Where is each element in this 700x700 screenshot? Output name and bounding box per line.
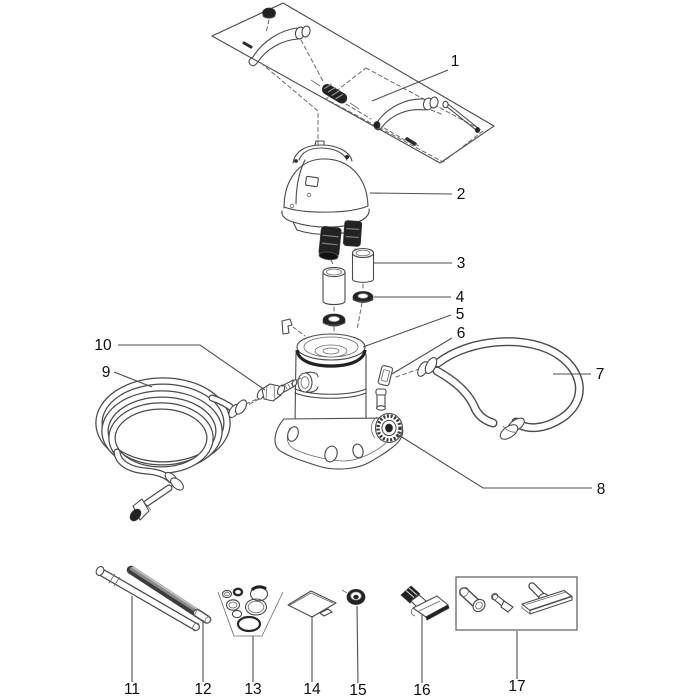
part-12-extension-tube-dark xyxy=(126,565,212,624)
part-number-5: 5 xyxy=(456,306,465,323)
part-3-filter-cartridges xyxy=(322,247,375,313)
part-number-10: 10 xyxy=(94,337,112,354)
part-9-suction-hose xyxy=(95,377,258,522)
part-number-1: 1 xyxy=(451,53,460,70)
leader-line-15 xyxy=(356,605,359,684)
leader-line-6 xyxy=(391,337,453,375)
part-4-seal-rings xyxy=(322,291,374,336)
part-number-8: 8 xyxy=(597,481,606,498)
leader-line-5 xyxy=(362,314,452,348)
spring xyxy=(310,79,360,110)
part-number-7: 7 xyxy=(596,366,605,383)
leader-line-2 xyxy=(369,192,453,195)
part-number-6: 6 xyxy=(457,325,466,342)
part-2-motor-head xyxy=(281,140,370,267)
part-14-lid-plate xyxy=(287,590,337,618)
leader-line-8 xyxy=(396,433,592,489)
leader-line-10 xyxy=(118,344,266,391)
part-number-3: 3 xyxy=(457,255,466,272)
part-number-13: 13 xyxy=(244,681,261,698)
part-1-handle-kit xyxy=(211,2,495,164)
part-number-11: 11 xyxy=(124,681,140,698)
part-16-small-nozzle xyxy=(400,585,450,621)
part-6-latch xyxy=(377,365,394,387)
part-8-tank-assembly xyxy=(274,318,420,470)
part-11-extension-tube xyxy=(95,566,200,632)
part-13-oring-kit xyxy=(217,585,284,637)
part-number-12: 12 xyxy=(194,681,211,698)
part-number-15: 15 xyxy=(349,682,366,699)
part-number-4: 4 xyxy=(456,289,465,306)
part-7-discharge-hose xyxy=(417,337,584,440)
pump-outlet-wheel xyxy=(371,412,404,444)
part-number-2: 2 xyxy=(457,186,466,203)
part-number-17: 17 xyxy=(508,678,525,695)
leader-line-9 xyxy=(113,371,153,388)
part-5-clip xyxy=(281,318,306,337)
part-number-16: 16 xyxy=(413,682,430,699)
part-10-connector xyxy=(245,376,304,407)
leader-line-1 xyxy=(371,69,449,102)
part-15-valve-cap xyxy=(341,589,366,606)
part-number-9: 9 xyxy=(102,364,111,381)
part-number-14: 14 xyxy=(303,681,321,698)
part-17-accessory-set xyxy=(455,576,578,631)
